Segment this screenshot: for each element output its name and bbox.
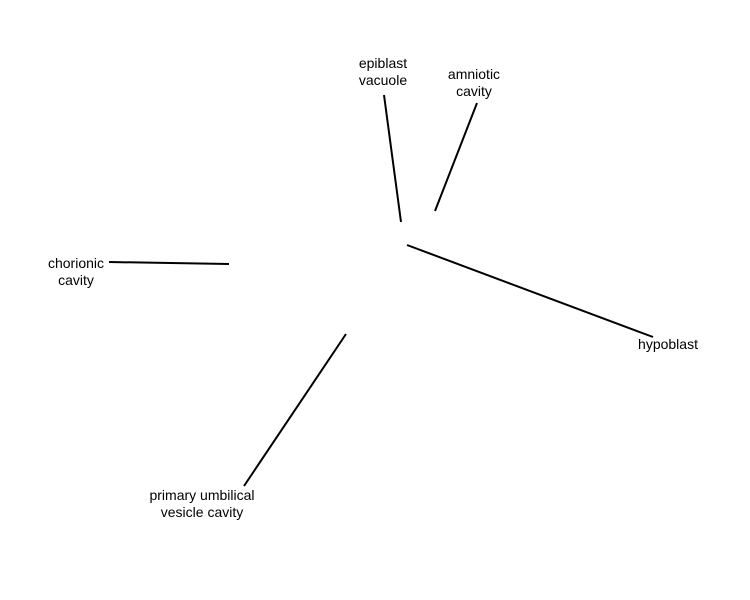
label-primary-umbilical-vesicle-cavity: primary umbilical vesicle cavity bbox=[137, 487, 267, 521]
leader-line-amniotic-cavity bbox=[434, 102, 478, 212]
leader-line-chorionic-cavity bbox=[108, 261, 230, 265]
label-primary-umbilical-vesicle-cavity-line-1: primary umbilical bbox=[149, 487, 255, 503]
label-chorionic-cavity-line-1: chorionic bbox=[47, 255, 105, 271]
label-amniotic-cavity-line-1: amniotic bbox=[447, 66, 501, 82]
leader-line-epiblast-vacuole bbox=[383, 94, 402, 223]
leader-line-primary-umbilical-vesicle-cavity bbox=[243, 333, 347, 487]
label-primary-umbilical-vesicle-cavity-line-2: vesicle cavity bbox=[160, 504, 244, 520]
label-epiblast-vacuole: epiblast vacuole bbox=[343, 55, 423, 89]
label-chorionic-cavity: chorionic cavity bbox=[36, 255, 116, 289]
label-epiblast-vacuole-line-2: vacuole bbox=[358, 72, 408, 88]
label-epiblast-vacuole-line-1: epiblast bbox=[358, 55, 408, 71]
label-hypoblast-line-1: hypoblast bbox=[638, 336, 698, 352]
leader-line-hypoblast bbox=[406, 244, 654, 338]
label-amniotic-cavity-line-2: cavity bbox=[456, 83, 492, 99]
label-amniotic-cavity: amniotic cavity bbox=[434, 66, 514, 100]
label-hypoblast: hypoblast bbox=[628, 336, 708, 353]
label-chorionic-cavity-line-2: cavity bbox=[58, 272, 94, 288]
